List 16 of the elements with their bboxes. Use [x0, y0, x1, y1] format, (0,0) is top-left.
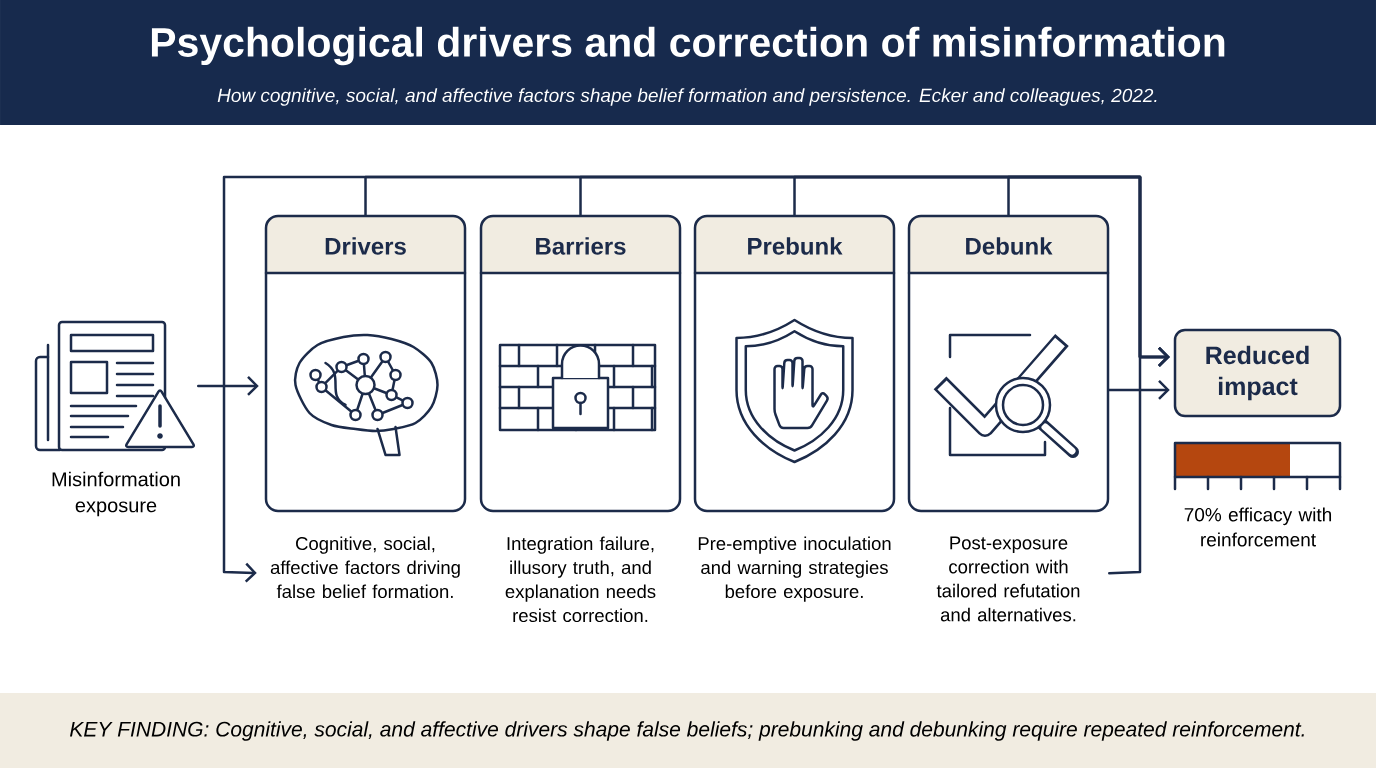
- card-description: Pre-emptive inoculation and warning strategies before exposure.: [698, 536, 891, 602]
- subtitle: How cognitive, social, and affective factors shape belief formation and persistence. Ecker and colleagues, 2022.: [217, 88, 1157, 106]
- arrow: [1007, 175, 1170, 367]
- arrow: [222, 175, 1142, 583]
- newspaper-warning-icon: [34, 320, 196, 452]
- card-description: Integration failure, illusory truth, and explanation needs resist correction.: [505, 536, 656, 623]
- card-description: Cognitive, social, affective factors driving false belief formation.: [270, 536, 460, 599]
- title: Psychological drivers and correction of misinformation: [151, 26, 1225, 66]
- arrow: [1108, 380, 1170, 400]
- result-box: Reduced impact: [1173, 328, 1342, 418]
- node-label: Misinformation exposure: [52, 471, 180, 517]
- caption: KEY FINDING: Cognitive, social, and affective drivers shape false beliefs; prebunking and debunking require repeated reinforcement.: [70, 721, 1304, 741]
- bar-label: 70% efficacy with reinforcement: [1184, 507, 1331, 547]
- card-description: Post-exposure correction with tailored refutation and alternatives.: [936, 536, 1080, 622]
- card: Prebunk: [693, 214, 896, 513]
- arrow: [197, 376, 259, 396]
